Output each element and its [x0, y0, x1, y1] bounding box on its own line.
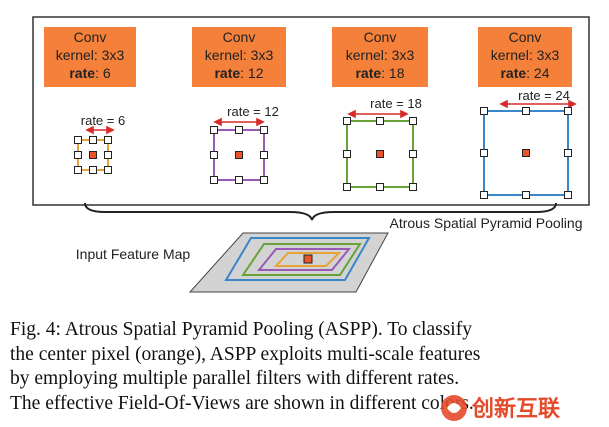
- input-feature-map-label: Input Feature Map: [76, 246, 191, 262]
- filter-rate-24: [480, 107, 572, 199]
- filter-sample-point: [104, 151, 112, 159]
- conv-rate: rate: 24: [500, 65, 549, 81]
- rate-arrow: [347, 109, 409, 119]
- filter-rate-label: rate = 24: [518, 88, 570, 103]
- conv-box-2: Conv kernel: 3x3 rate: 12: [192, 27, 286, 87]
- filter-sample-point: [210, 126, 218, 134]
- filter-rate-label: rate = 6: [81, 113, 125, 128]
- filter-sample-point: [210, 176, 218, 184]
- caption-line: Fig. 4: Atrous Spatial Pyramid Pooling (…: [10, 319, 472, 340]
- fov-outline-rate-24: [224, 237, 371, 281]
- filter-sample-point: [409, 117, 417, 125]
- filter-sample-point: [480, 191, 488, 199]
- caption-line: by employing multiple parallel filters w…: [10, 368, 460, 389]
- filter-sample-point: [74, 166, 82, 174]
- filter-sample-point: [480, 149, 488, 157]
- filter-sample-point: [210, 151, 218, 159]
- filter-sample-point: [89, 136, 97, 144]
- filter-sample-point: [522, 191, 530, 199]
- fov-outline-rate-12: [256, 248, 352, 271]
- conv-box-3: Conv kernel: 3x3 rate: 18: [332, 27, 428, 87]
- conv-rate: rate: 18: [355, 65, 404, 81]
- conv-kernel: kernel: 3x3: [205, 47, 274, 63]
- svg-text:创新互联: 创新互联: [471, 396, 560, 422]
- filter-center-pixel: [376, 150, 384, 158]
- conv-kernel: kernel: 3x3: [56, 47, 125, 63]
- filter-center-pixel: [89, 151, 97, 159]
- rate-arrow: [499, 99, 577, 109]
- caption-line: The effective Field-Of-Views are shown i…: [10, 392, 474, 414]
- filter-sample-point: [260, 126, 268, 134]
- center-pixel: [303, 254, 313, 264]
- filter-sample-point: [376, 183, 384, 191]
- conv-box-4: Conv kernel: 3x3 rate: 24: [478, 27, 572, 87]
- aspp-diagram: Conv kernel: 3x3 rate: 6 Conv kernel: 3x…: [32, 16, 590, 293]
- filter-sample-point: [376, 117, 384, 125]
- filter-sample-point: [343, 117, 351, 125]
- filter-center-pixel: [522, 149, 530, 157]
- conv-box-1: Conv kernel: 3x3 rate: 6: [44, 27, 136, 87]
- filter-sample-point: [235, 176, 243, 184]
- filter-rate-6: [74, 136, 112, 174]
- filter-sample-point: [564, 149, 572, 157]
- figure-caption: Fig. 4: Atrous Spatial Pyramid Pooling (…: [10, 318, 570, 416]
- watermark-logo: 创新互联: [441, 395, 560, 422]
- conv-title: Conv: [223, 29, 256, 45]
- aspp-frame: [32, 16, 590, 206]
- filter-sample-point: [409, 150, 417, 158]
- conv-kernel: kernel: 3x3: [491, 47, 560, 63]
- conv-rate: rate: 6: [69, 65, 110, 81]
- conv-title: Conv: [364, 29, 397, 45]
- caption-line: the center pixel (orange), ASPP exploits…: [10, 343, 481, 365]
- conv-title: Conv: [509, 29, 542, 45]
- rate-arrow: [85, 125, 115, 135]
- filter-sample-point: [235, 126, 243, 134]
- aspp-label: Atrous Spatial Pyramid Pooling: [390, 215, 583, 231]
- input-feature-map-plane: [188, 232, 389, 293]
- rate-arrow: [213, 117, 265, 127]
- filter-rate-label: rate = 12: [227, 104, 279, 119]
- filter-rate-12: [210, 126, 268, 184]
- conv-rate: rate: 12: [214, 65, 263, 81]
- filter-sample-point: [74, 151, 82, 159]
- filter-sample-point: [480, 107, 488, 115]
- filter-sample-point: [260, 176, 268, 184]
- conv-kernel: kernel: 3x3: [346, 47, 415, 63]
- filter-sample-point: [260, 151, 268, 159]
- filter-sample-point: [343, 183, 351, 191]
- filter-sample-point: [564, 107, 572, 115]
- filter-sample-point: [522, 107, 530, 115]
- filter-sample-point: [343, 150, 351, 158]
- filter-rate-18: [343, 117, 417, 191]
- fov-outline-rate-6: [273, 252, 342, 267]
- filter-sample-point: [89, 166, 97, 174]
- aspp-brace: [84, 202, 557, 221]
- filter-rate-label: rate = 18: [370, 96, 422, 111]
- filter-sample-point: [409, 183, 417, 191]
- filter-sample-point: [564, 191, 572, 199]
- fov-outline-rate-18: [241, 243, 362, 276]
- conv-title: Conv: [74, 29, 107, 45]
- filter-sample-point: [104, 136, 112, 144]
- filter-sample-point: [74, 136, 82, 144]
- filter-center-pixel: [235, 151, 243, 159]
- filter-sample-point: [104, 166, 112, 174]
